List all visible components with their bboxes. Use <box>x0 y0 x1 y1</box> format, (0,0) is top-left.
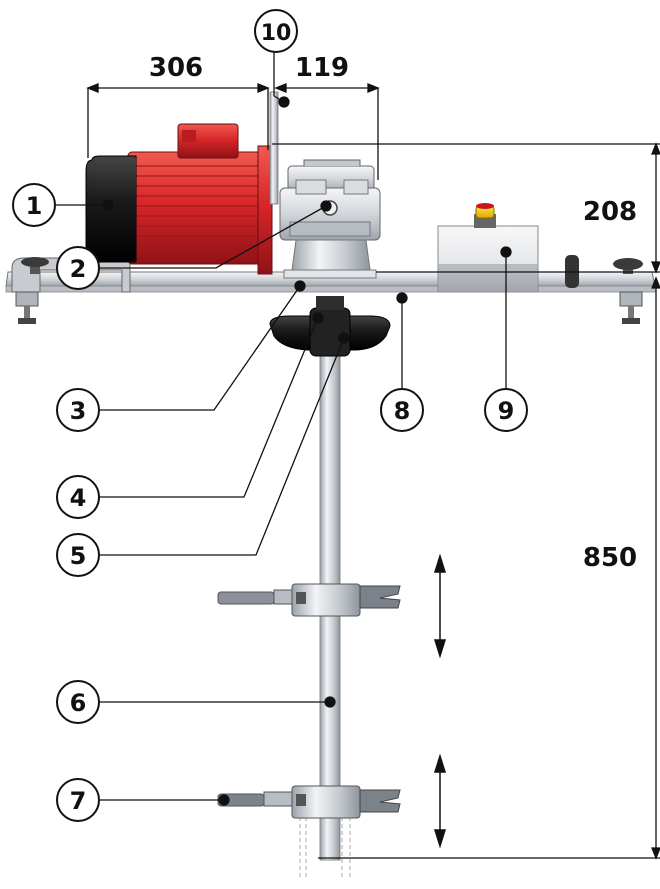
impeller-lower <box>217 785 401 819</box>
leader-lines <box>55 52 512 806</box>
dimension-lines <box>86 83 660 860</box>
callout-3: 3 <box>56 388 100 432</box>
adjust-arrow-lower-icon <box>433 753 447 849</box>
callout-6: 6 <box>56 680 100 724</box>
callout-4: 4 <box>56 475 100 519</box>
callout-10-label: 10 <box>261 21 292 46</box>
plate-clamp-right <box>619 291 643 324</box>
callout-3-label: 3 <box>70 397 87 425</box>
part-10-rod <box>269 91 279 205</box>
dimension-208-label: 208 <box>583 197 637 227</box>
dimension-850-label: 850 <box>583 543 637 573</box>
impeller-upper <box>217 583 401 617</box>
gearbox <box>279 159 381 279</box>
callout-7-label: 7 <box>70 787 87 815</box>
callout-6-label: 6 <box>70 689 87 717</box>
plate-knob-left <box>21 257 49 274</box>
callout-9-label: 9 <box>498 397 515 425</box>
callout-2: 2 <box>56 246 100 290</box>
callout-5-label: 5 <box>70 542 87 570</box>
callout-1-label: 1 <box>26 192 43 220</box>
dimension-306-label: 306 <box>149 53 203 83</box>
callout-9: 9 <box>484 388 528 432</box>
hub-disc <box>269 296 391 357</box>
plate-knob-right <box>613 258 643 274</box>
callout-10: 10 <box>254 9 298 53</box>
adjust-arrow-upper-icon <box>433 553 447 659</box>
callout-1: 1 <box>12 183 56 227</box>
callout-7: 7 <box>56 778 100 822</box>
callout-2-label: 2 <box>70 255 87 283</box>
dimension-119-label: 119 <box>295 53 349 83</box>
callout-8-label: 8 <box>394 397 411 425</box>
callout-4-label: 4 <box>70 484 87 512</box>
callout-8: 8 <box>380 388 424 432</box>
control-box <box>437 203 539 293</box>
plate-clamp-left <box>15 291 39 324</box>
callout-5: 5 <box>56 533 100 577</box>
